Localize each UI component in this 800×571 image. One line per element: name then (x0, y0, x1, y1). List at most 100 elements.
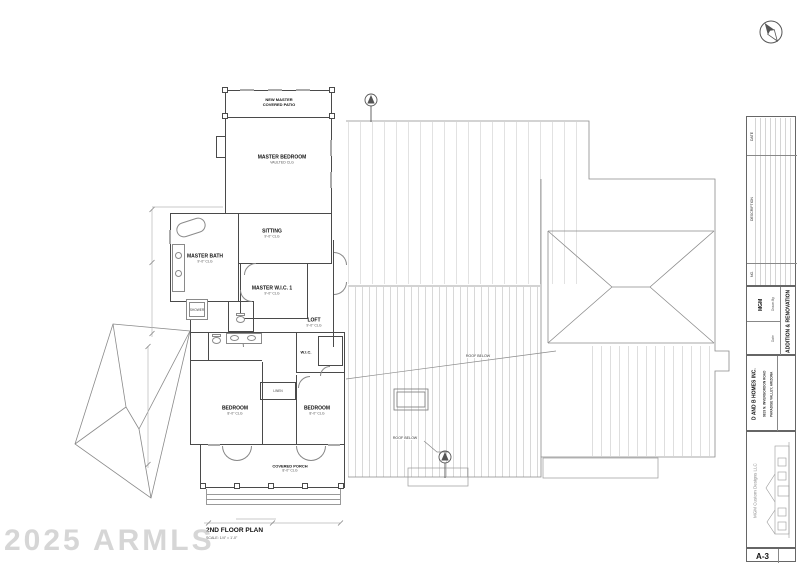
section-marker-icon (438, 450, 452, 478)
bedroom-right-name: BEDROOM (303, 405, 331, 412)
wc-room (228, 301, 254, 332)
revision-rows (755, 118, 795, 285)
room-label-linen: LINEN (273, 389, 282, 393)
client-address1-text: 9819 N. INVERGORDON ROAD (762, 370, 767, 418)
bedroom-divider-1 (262, 362, 264, 445)
master-wic-name: MASTER W.I.C. 1 (251, 285, 293, 292)
hall-bath-wall (208, 332, 210, 361)
revision-table: DATE DESCRIPTION NO. (746, 116, 797, 286)
master-bath-sub: 9'-0" CLG (197, 259, 213, 264)
porch-sub: 8'-0" CLG (282, 468, 298, 473)
north-arrow-icon (759, 20, 783, 44)
porch-column (234, 483, 240, 489)
plan-title-text: 2ND FLOOR PLAN (206, 527, 264, 534)
bedroom-left-name: BEDROOM (221, 405, 249, 412)
sitting-walls (238, 213, 332, 264)
toilet-tank (212, 334, 221, 337)
window (330, 172, 332, 188)
loft-name: LOFT (307, 317, 321, 324)
master-bedroom-name: MASTER BEDROOM (257, 154, 307, 161)
dimension-lines (145, 206, 344, 526)
sheet-divider (778, 549, 779, 563)
existing-roof-outline (346, 120, 730, 478)
roof-hatch-right (592, 346, 714, 456)
client-address1: 9819 N. INVERGORDON ROAD (761, 356, 768, 432)
drawn-by-value: MGM (755, 288, 767, 321)
armls-watermark: 2025 ARMLS (4, 524, 215, 558)
patio-column (329, 113, 335, 119)
linen-name: LINEN (273, 389, 283, 393)
revision-col-no: NO. (748, 264, 756, 284)
drawn-by-label-text: Drawn By (771, 297, 775, 312)
client-name-text: D AND B HOMES INC. (751, 368, 758, 420)
loft-wall (333, 240, 335, 347)
porch-step-3 (206, 504, 340, 505)
patio-line2: COVERED PATIO (262, 102, 296, 107)
lower-left-roof (74, 323, 191, 499)
shower-inner (189, 302, 205, 317)
lower-roof-boxes (407, 457, 659, 487)
window (328, 444, 340, 446)
porch-step-2 (206, 499, 340, 500)
title-block: DATE DESCRIPTION NO. ADDITION & RENOVATI… (746, 8, 797, 563)
porch-name: COVERED PORCH (272, 463, 308, 469)
bedroom-left-sub: 8'-0" CLG (227, 411, 243, 416)
plan-scale: SCALE: 1/4" = 1'-0" (206, 536, 237, 540)
bath2-vanity (226, 333, 262, 344)
wic2-name: W.I.C. (300, 349, 312, 355)
patio-line1: NEW MASTER (265, 97, 293, 102)
bedroom-block-walls (190, 332, 345, 445)
drawn-by-label: Drawn By (769, 288, 777, 321)
floor-plan: NEW MASTER COVERED PATIO MASTER BEDROOM … (74, 87, 730, 526)
firm-logo-house-icon (765, 442, 790, 538)
master-wic-sub: 9'-0" CLG (264, 291, 280, 296)
door-arc (244, 263, 256, 275)
room-label-shower: SHOWER (190, 308, 204, 312)
master-bedroom-walls (225, 117, 332, 214)
project-divider (780, 287, 781, 356)
client-address2-text: PARADISE VALLEY, ARIZONA (769, 371, 774, 417)
revision-col-line (747, 155, 797, 156)
client-cell: D AND B HOMES INC. 9819 N. INVERGORDON R… (746, 355, 796, 432)
project-title: ADDITION & RENOVATION (781, 287, 796, 356)
revision-col-line (747, 263, 797, 264)
sheet-number: A-3 (747, 549, 778, 563)
roof-below-text: ROOF BELOW (465, 354, 491, 358)
section-marker-icon (364, 93, 378, 122)
roof-diagonals (345, 350, 557, 453)
window (240, 89, 254, 91)
room-label-sitting: SITTING 9'-0" CLG (262, 229, 282, 240)
toilet-tank (236, 313, 245, 316)
sheet-number-cell: A-3 (746, 548, 796, 563)
window (268, 89, 282, 91)
date-label-text: Date (771, 335, 775, 342)
firm-name-text: MGM Custom Designs LLC (752, 463, 758, 518)
porch-column (338, 483, 344, 489)
project-title-text: ADDITION & RENOVATION (785, 289, 792, 354)
date-label: Date (769, 322, 777, 355)
porch-step-side-r (340, 489, 341, 505)
sheet-number-text: A-3 (756, 551, 769, 561)
revision-col-date-label: DATE (749, 131, 754, 142)
master-bath-name: MASTER BATH (186, 253, 224, 260)
porch-column (302, 483, 308, 489)
linen-closet (260, 382, 296, 400)
bedroom-right-sub: 8'-0" CLG (309, 411, 325, 416)
room-label-porch: COVERED PORCH 8'-0" CLG (272, 463, 307, 472)
watermark-text: 2025 ARMLS (4, 524, 215, 557)
room-label-patio: NEW MASTER COVERED PATIO (263, 97, 296, 107)
room-label-wic2: W.I.C. (301, 350, 312, 355)
loft-sub: 9'-0" CLG (306, 323, 322, 328)
storage-closet (318, 336, 343, 366)
annotation-roof-below: ROOF BELOW (391, 436, 419, 440)
wic2-wall-v (296, 332, 298, 372)
plan-scale-text: SCALE: 1/4" = 1'-0" (206, 536, 238, 540)
bedroom-divider-2 (296, 375, 298, 445)
room-label-master-bedroom: MASTER BEDROOM VAULTED CLG (258, 155, 307, 166)
sink (175, 252, 182, 259)
room-label-master-bath: MASTER BATH 9'-0" CLG (187, 254, 223, 265)
porch-column (268, 483, 274, 489)
client-divider (777, 356, 778, 432)
plan-linework (74, 93, 730, 526)
